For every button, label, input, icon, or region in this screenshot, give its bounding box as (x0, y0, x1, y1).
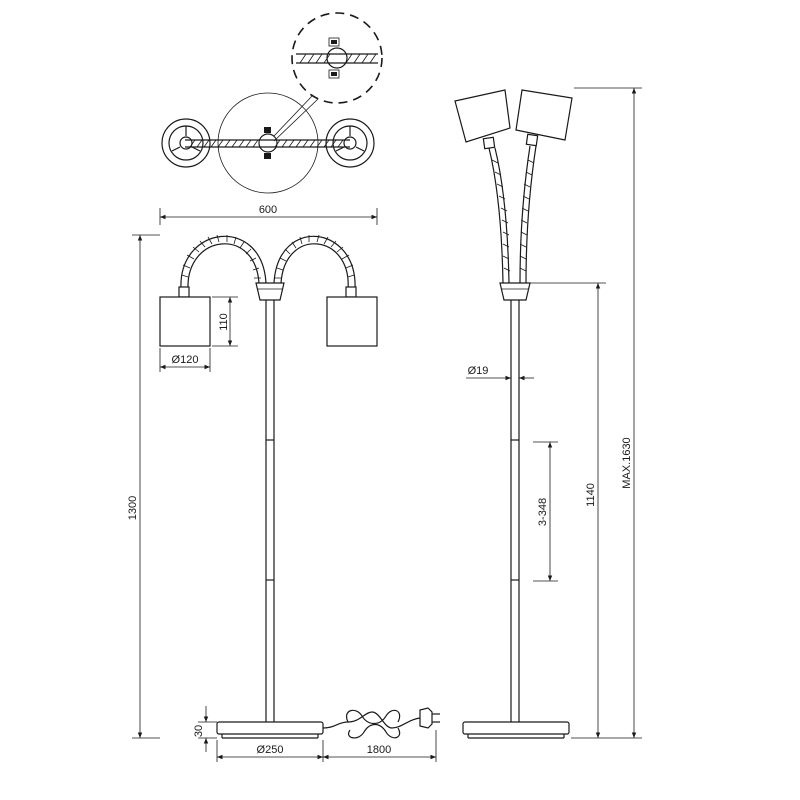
dimension-max-height: MAX.1630 (574, 87, 642, 739)
detail-view (291, 12, 383, 104)
dimension-adjust-range: 3-348 (533, 441, 558, 582)
leader-line-1 (273, 94, 314, 137)
front-view-shade-left (159, 286, 211, 347)
dimension-base-diameter: Ø250 (216, 740, 324, 762)
front-view (159, 234, 440, 739)
dimension-cable-length: 1800 (323, 730, 437, 762)
dimension-label-max-height: MAX.1630 (621, 437, 633, 488)
dimension-label-pole-diameter: Ø19 (468, 365, 489, 377)
side-view-hub (499, 282, 531, 301)
dimension-total-width: 600 (159, 204, 378, 225)
top-view-hub (258, 127, 278, 159)
top-view-shade-left (161, 118, 211, 168)
top-view (161, 92, 375, 194)
top-view-shade-right (325, 118, 375, 168)
leader-line-2 (273, 98, 319, 142)
side-view-shade-right (515, 89, 573, 147)
side-view-base (462, 721, 570, 739)
dimension-shade-diameter: Ø120 (159, 348, 211, 372)
side-view-pole (510, 300, 520, 722)
front-view-base (216, 721, 324, 739)
dimension-label-total-height: 1300 (127, 496, 139, 520)
dimension-label-cable-length: 1800 (367, 744, 391, 756)
dimension-shade-height: 110 (212, 296, 238, 347)
power-cable (322, 709, 423, 739)
dimension-base-height: 30 (193, 706, 217, 752)
dimension-pole-diameter: Ø19 (466, 365, 534, 381)
dimension-label-base-diameter: Ø250 (257, 744, 284, 756)
dimension-label-shade-diameter: Ø120 (172, 354, 199, 366)
power-plug (419, 707, 440, 729)
dimension-label-pole-height: 1140 (585, 483, 597, 507)
front-view-hub (255, 282, 285, 301)
dimension-label-base-height: 30 (193, 725, 205, 737)
dimension-label-width: 600 (259, 204, 277, 216)
front-view-shade-right (326, 286, 378, 347)
front-view-pole (265, 300, 275, 722)
side-view-arms (488, 145, 537, 284)
side-view-shade-left (454, 89, 511, 150)
dimension-label-shade-height: 110 (218, 313, 230, 331)
dimension-label-adjust-range: 3-348 (537, 498, 549, 526)
top-view-base-circle (217, 92, 319, 194)
dimension-pole-height: 1140 (530, 282, 606, 739)
detail-circle (291, 12, 383, 104)
front-view-arm (180, 234, 356, 290)
side-view (454, 89, 573, 739)
dimension-total-height: 1300 (127, 234, 160, 739)
